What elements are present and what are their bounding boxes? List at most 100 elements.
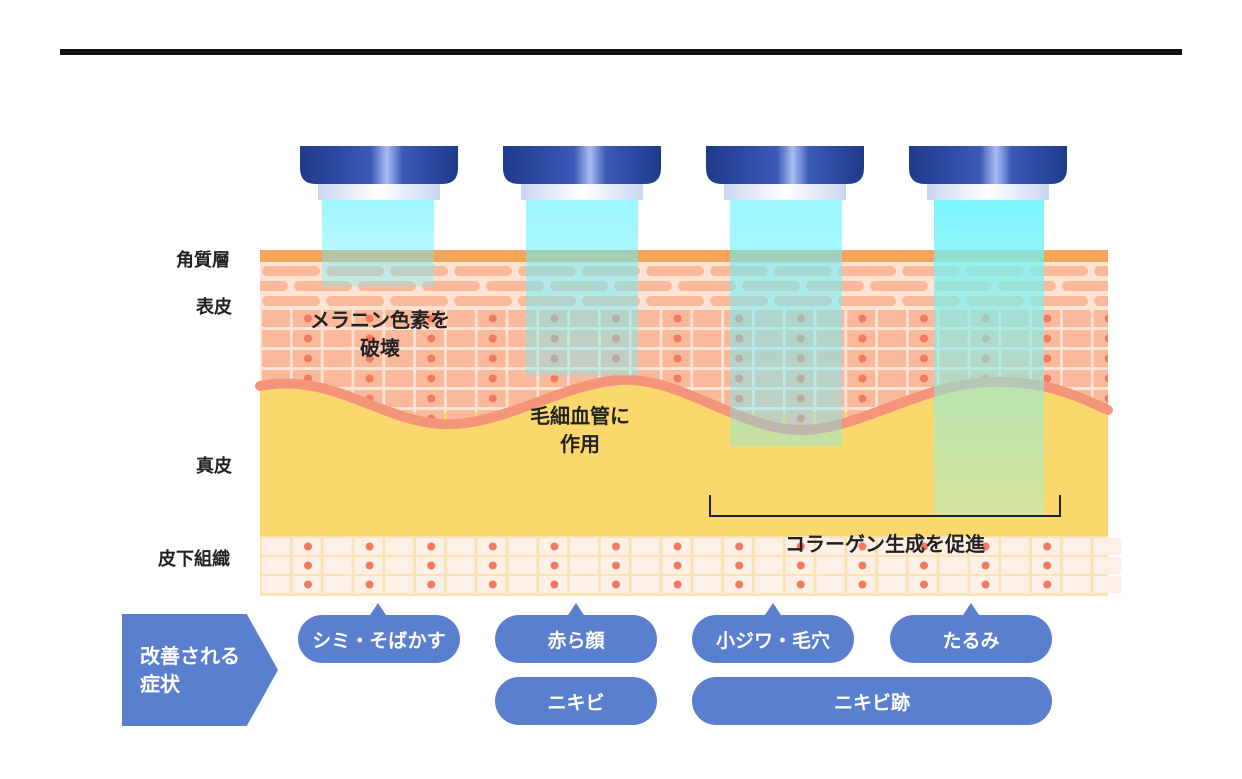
fat-cell [508,557,537,574]
cell-nucleus [1104,394,1108,403]
fat-cell [754,557,783,574]
epidermis-cell [262,330,290,347]
light-beam-1 [322,200,434,286]
fat-cell [816,557,845,574]
cell-nucleus [612,580,620,589]
epidermis-cell [1093,330,1108,347]
cell-nucleus [488,394,497,403]
pill-notch-1 [370,603,386,615]
cell-nucleus [981,561,990,570]
fat-cell [385,576,414,593]
device-neck-3 [724,184,846,200]
cell-nucleus [1043,314,1052,323]
flat-cell [260,281,288,291]
cell-nucleus [427,334,436,343]
flat-cell [646,266,704,276]
device-head-4 [909,146,1067,184]
cell-nucleus [858,561,867,570]
cell-nucleus [550,542,559,551]
epidermis-cell [1093,350,1108,367]
device-head-3 [706,146,864,184]
symptom-pill: たるみ [890,615,1052,663]
epidermis-cell [385,350,414,367]
cell-nucleus [673,334,682,343]
cell-nucleus [427,580,436,589]
cell-nucleus [365,314,374,323]
epidermis-cell [385,330,414,347]
cell-nucleus [427,354,436,363]
fat-cell [693,576,722,593]
capillary-line1: 毛細血管に [530,404,630,428]
device-neck-1 [318,184,440,200]
epidermis-cell [262,310,290,327]
fat-cell [816,576,845,593]
cell-nucleus [427,394,436,403]
symptom-pill: 小ジワ・毛穴 [692,615,854,663]
melanin-line2: 破壊 [360,336,400,360]
capillary-annotation: 毛細血管に 作用 [500,402,660,458]
cell-nucleus [1104,374,1108,383]
light-beam-2 [526,200,638,376]
fat-cell [754,538,783,555]
cell-nucleus [858,314,867,323]
light-beam-4 [934,200,1044,518]
epidermis-cell [631,330,660,347]
cell-nucleus [550,374,559,383]
fat-cell [570,557,598,574]
cell-nucleus [858,542,867,551]
epidermis-cell [1093,370,1108,387]
device-head-1 [300,146,458,184]
cell-nucleus [304,354,312,363]
cell-nucleus [365,354,374,363]
cell-nucleus [612,542,620,551]
cell-nucleus [920,374,928,383]
fat-cell [631,538,660,555]
flat-cell [870,281,928,291]
fat-cell [631,557,660,574]
flat-cell [262,296,320,306]
flat-cell [422,281,480,291]
epidermis-cell [446,390,475,407]
collagen-annotation: コラーゲン生成を促進 [785,532,985,556]
fat-cell [508,576,537,593]
cell-nucleus [981,580,990,589]
flat-cell [262,266,320,276]
cell-nucleus [488,561,497,570]
cell-nucleus [673,542,682,551]
fat-cell [262,557,290,574]
fat-cell [878,557,906,574]
fat-cell [323,538,352,555]
cell-nucleus [365,561,374,570]
cell-nucleus [365,580,374,589]
fat-cell [1062,557,1091,574]
pill-notch-4 [963,603,979,615]
fat-cell [446,576,475,593]
cell-nucleus [427,314,436,323]
cell-nucleus [304,561,312,570]
fat-cell [446,557,475,574]
top-rule [60,49,1182,55]
cell-nucleus [1043,561,1052,570]
device-head-2 [503,146,661,184]
epidermis-cell [878,370,906,387]
pill-notch-2 [568,603,584,615]
epidermis-cell [446,350,475,367]
flat-cell [1062,281,1108,291]
flat-cell [1094,296,1108,306]
cell-nucleus [304,580,312,589]
epidermis-cell [1093,310,1108,327]
symptom-pill: ニキビ跡 [692,677,1052,725]
cell-nucleus [1043,374,1052,383]
cell-nucleus [304,314,312,323]
epidermis-cell [693,330,722,347]
cell-nucleus [796,580,805,589]
flat-cell [1094,266,1108,276]
symptom-pill: シミ・そばかす [298,615,460,663]
cell-nucleus [1043,542,1052,551]
symptom-pill: ニキビ [495,677,657,725]
fat-cell [1001,538,1030,555]
epidermis-cell [385,310,414,327]
fat-cell [1093,557,1122,574]
cell-nucleus [365,374,374,383]
